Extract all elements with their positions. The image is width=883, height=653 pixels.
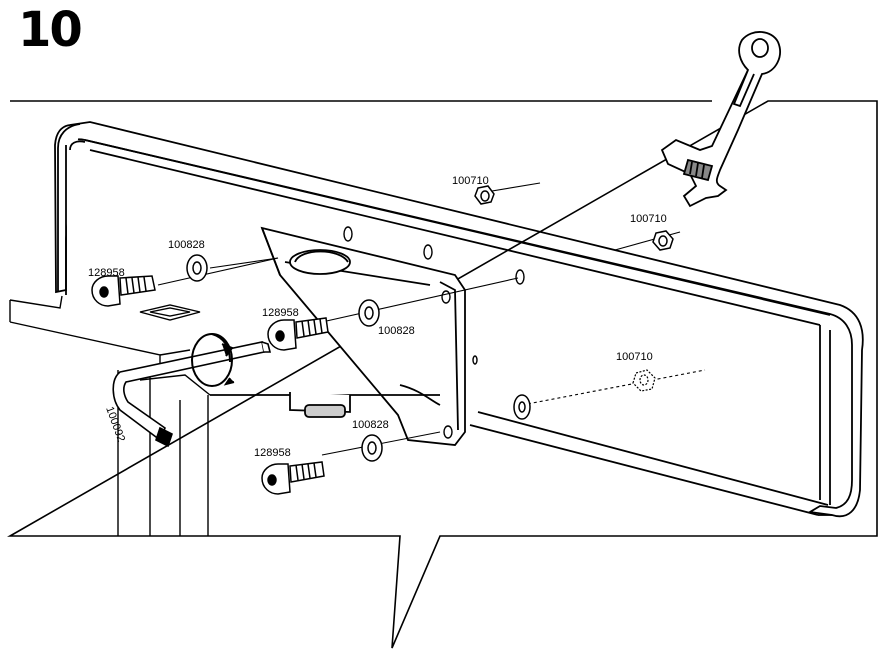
- nut-bottom: [632, 369, 656, 392]
- table-surface: [9, 295, 211, 536]
- label-nut-bottom: 100710: [616, 351, 653, 363]
- bracket-holes: [343, 226, 525, 439]
- nut-right: [652, 230, 674, 251]
- bolt-mid: [267, 317, 329, 351]
- washer-bottom: [361, 434, 383, 462]
- detail-frame: [6, 100, 878, 649]
- step-number: 10: [18, 2, 83, 58]
- label-washer-top: 100828: [168, 239, 205, 251]
- label-nut-left: 100710: [452, 175, 489, 187]
- hex-key: [112, 341, 272, 448]
- nut-left: [474, 185, 495, 205]
- table-slot: [139, 304, 201, 321]
- label-washer-mid: 100828: [378, 325, 415, 337]
- washer-top: [186, 254, 208, 282]
- label-bolt-mid: 128958: [262, 307, 299, 319]
- label-washer-bottom: 100828: [352, 419, 389, 431]
- bolt-bottom: [261, 461, 325, 495]
- rotation-arrow-icon: [191, 333, 235, 387]
- mounting-bracket: [210, 226, 466, 446]
- washer-rail: [513, 394, 531, 420]
- guide-lines: [157, 182, 706, 456]
- bolt-top: [91, 275, 156, 307]
- label-bolt-bottom: 128958: [254, 447, 291, 459]
- washer-mid: [358, 299, 380, 327]
- wrench-icon: [660, 31, 781, 208]
- label-nut-right: 100710: [630, 213, 667, 225]
- label-bolt-top: 128958: [88, 267, 125, 279]
- rail-bar: [54, 121, 864, 518]
